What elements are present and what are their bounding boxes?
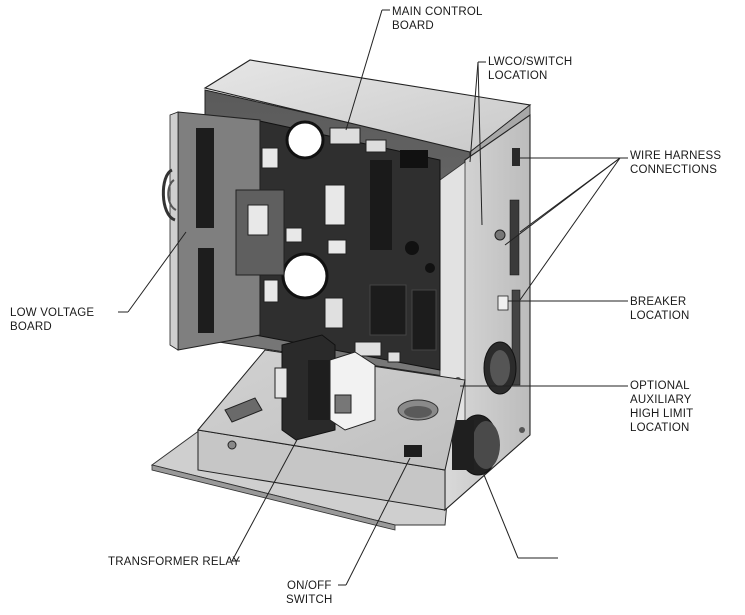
- right-side-panel: [439, 113, 531, 512]
- main-control-board-label-line-1: MAIN CONTROL: [392, 6, 483, 18]
- wire-harness-connections-label-line-1: WIRE HARNESS: [630, 150, 722, 162]
- main-control-board: [254, 119, 441, 371]
- wire-harness-connections-label: WIRE HARNESS CONNECTIONS: [630, 149, 721, 177]
- lwco-switch-location-label-line-1: LWCO/SWITCH: [488, 56, 573, 68]
- transformer-relay-label: TRANSFORMER RELAY: [108, 555, 240, 569]
- optional-aux-high-limit-label: OPTIONAL AUXILIARY HIGH LIMIT LOCATION: [630, 379, 693, 435]
- wire-harness-connections-label-line-2: CONNECTIONS: [630, 164, 718, 176]
- low-voltage-door: [161, 111, 303, 351]
- lwco-switch-location-label: LWCO/SWITCH LOCATION: [488, 55, 572, 83]
- lwco-switch-location-label-line-2: LOCATION: [488, 70, 548, 82]
- main-control-board-label-line-2: BOARD: [392, 20, 434, 32]
- breaker-location-label: BREAKER LOCATION: [630, 295, 690, 323]
- transformer-relay: [274, 334, 376, 441]
- optional-aux-high-limit-label-line-2: AUXILIARY: [630, 394, 692, 406]
- on-off-switch-label: ON/OFF SWITCH: [286, 579, 333, 607]
- breaker-location-label-line-2: LOCATION: [630, 310, 690, 322]
- leader-lines: [118, 9, 628, 586]
- on-off-switch-label-line-2: SWITCH: [286, 594, 333, 606]
- main-control-board-label: MAIN CONTROL BOARD: [392, 5, 483, 33]
- low-voltage-board-label: LOW VOLTAGE BOARD: [10, 306, 94, 334]
- transformer-relay-label-line-1: TRANSFORMER RELAY: [108, 556, 241, 568]
- low-voltage-board-label-line-1: LOW VOLTAGE: [10, 307, 95, 319]
- low-voltage-board-label-line-2: BOARD: [10, 321, 52, 333]
- optional-aux-high-limit-label-line-3: HIGH LIMIT: [630, 408, 694, 420]
- optional-aux-high-limit-label-line-1: OPTIONAL: [630, 380, 690, 392]
- optional-aux-high-limit-label-line-4: LOCATION: [630, 422, 690, 434]
- breaker-location-label-line-1: BREAKER: [630, 296, 687, 308]
- on-off-switch-label-line-1: ON/OFF: [286, 580, 332, 592]
